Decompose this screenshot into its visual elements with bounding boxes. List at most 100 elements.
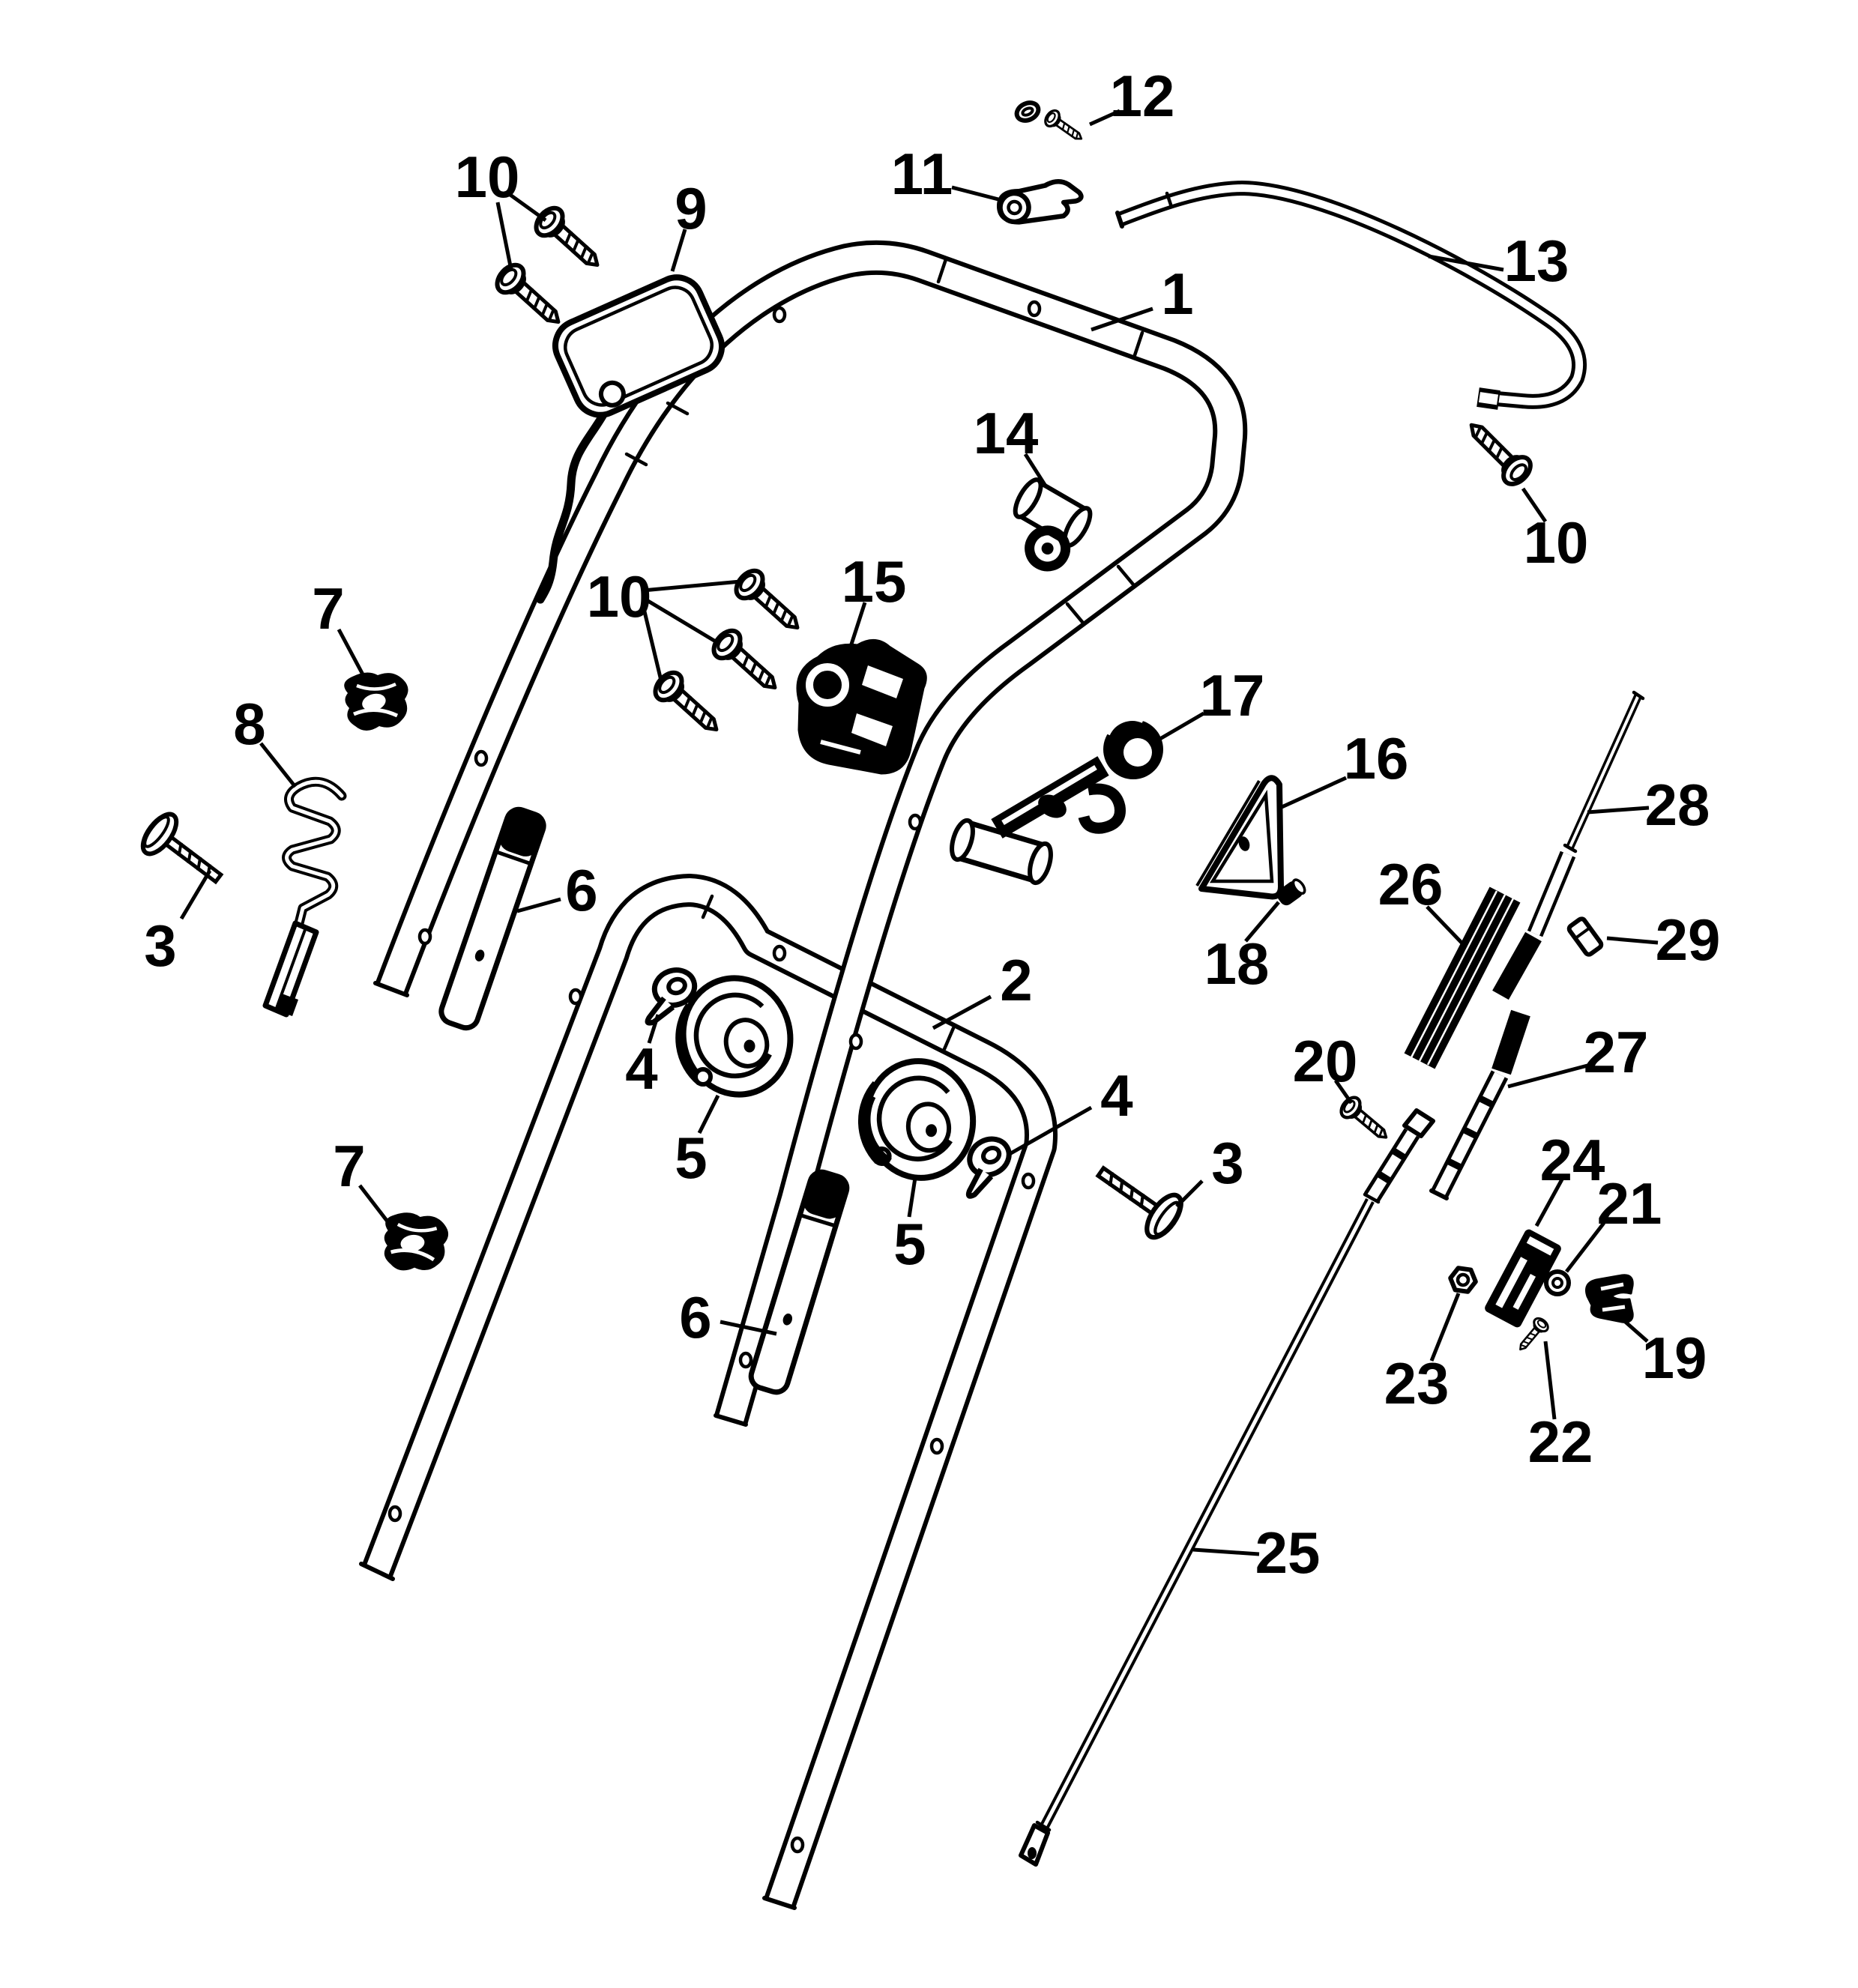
callout-25: 25 <box>1255 1520 1321 1586</box>
part-9-cord <box>536 393 617 604</box>
leader-line-4 <box>1008 1105 1093 1156</box>
callout-4: 4 <box>625 1036 657 1102</box>
leader-line-25 <box>1192 1547 1260 1556</box>
leader-line-9 <box>670 229 687 272</box>
leader-line-7 <box>337 628 365 676</box>
part-8-rope-guide <box>262 776 347 1018</box>
callout-9: 9 <box>675 175 707 241</box>
callout-8: 8 <box>233 691 265 757</box>
leader-line-29 <box>1606 936 1659 945</box>
part-15-handle-bracket <box>796 639 927 775</box>
callout-5: 5 <box>675 1125 707 1191</box>
part-5-knob <box>847 1043 992 1195</box>
leader-line-11 <box>951 185 999 202</box>
callout-14: 14 <box>974 400 1039 466</box>
leader-line-5 <box>907 1177 917 1218</box>
callout-29: 29 <box>1656 907 1721 973</box>
callout-17: 17 <box>1200 662 1265 728</box>
leader-line-6 <box>516 897 561 913</box>
leader-line-14 <box>1023 453 1049 489</box>
part-13-bail-rod <box>1115 181 1587 410</box>
callout-22: 22 <box>1528 1409 1593 1475</box>
callout-1: 1 <box>1161 261 1193 327</box>
callout-23: 23 <box>1384 1350 1450 1416</box>
part-23-nut <box>1448 1266 1478 1294</box>
callout-19: 19 <box>1642 1325 1707 1391</box>
leader-line-21 <box>1565 1221 1605 1273</box>
part-9-switch-box <box>552 274 725 418</box>
callout-11: 11 <box>891 141 953 207</box>
part-18-bushing <box>1276 878 1306 906</box>
callout-21: 21 <box>1597 1170 1662 1236</box>
part-12-screw-washer <box>1014 100 1088 148</box>
part-28-cable-rod <box>1492 690 1645 1000</box>
callout-7: 7 <box>312 575 344 641</box>
callout-24: 24 <box>1540 1127 1605 1193</box>
callout-15: 15 <box>842 549 907 614</box>
leader-line-7 <box>358 1184 391 1226</box>
callout-20: 20 <box>1293 1028 1358 1094</box>
part-21-washer <box>1544 1269 1571 1296</box>
leader-line-6 <box>720 1320 777 1336</box>
leader-line-10 <box>1521 487 1548 523</box>
leader-line-10 <box>642 596 720 645</box>
part-24-cable-bracket <box>1485 1229 1561 1328</box>
callout-5: 5 <box>893 1211 926 1277</box>
callout-28: 28 <box>1645 772 1710 838</box>
leader-line-10 <box>641 605 663 681</box>
leader-line-8 <box>259 742 297 788</box>
callout-10: 10 <box>455 144 520 210</box>
leader-line-4 <box>647 1014 660 1044</box>
leader-line-15 <box>846 602 867 654</box>
part-7-cable-clamp <box>344 672 408 731</box>
part-25-rod <box>1019 1108 1435 1867</box>
part-19-clip <box>1585 1274 1634 1323</box>
part-26-sleeve <box>1404 886 1521 1069</box>
part-14-cable-clamp <box>1013 477 1093 572</box>
leader-line-10 <box>507 191 547 223</box>
leader-line-1 <box>1091 306 1153 332</box>
leader-line-2 <box>932 994 992 1030</box>
callout-16: 16 <box>1344 725 1409 791</box>
leader-line-12 <box>1088 109 1121 127</box>
leader-line-5 <box>697 1094 720 1135</box>
leader-line-10 <box>642 579 741 593</box>
callout-3: 3 <box>144 913 176 979</box>
leader-line-19 <box>1620 1317 1649 1343</box>
callout-3: 3 <box>1211 1130 1243 1196</box>
callout-4: 4 <box>1100 1063 1132 1129</box>
leader-line-22 <box>1543 1341 1557 1420</box>
callout-12: 12 <box>1110 63 1175 129</box>
part-11-cable-guide <box>996 179 1084 225</box>
callout-18: 18 <box>1204 931 1270 997</box>
callout-2: 2 <box>1000 947 1032 1013</box>
leader-line-23 <box>1429 1293 1461 1362</box>
leader-line-20 <box>1333 1079 1354 1105</box>
leader-line-3 <box>1175 1179 1204 1208</box>
leader-line-24 <box>1534 1178 1564 1227</box>
callout-7: 7 <box>333 1133 365 1199</box>
part-27-cable <box>1429 1009 1530 1200</box>
callout-6: 6 <box>565 857 597 923</box>
leader-line-26 <box>1426 905 1465 946</box>
callout-10: 10 <box>587 564 652 629</box>
part-16-cover-plate <box>1195 775 1284 900</box>
callout-6: 6 <box>679 1284 711 1350</box>
leader-line-17 <box>1148 711 1205 747</box>
leader-line-10 <box>495 202 513 271</box>
part-17-handle-lever <box>950 716 1163 886</box>
callout-13: 13 <box>1504 228 1569 294</box>
part-2-lower-handle <box>359 874 1058 1910</box>
leader-line-3 <box>179 869 212 920</box>
callout-26: 26 <box>1378 851 1444 917</box>
leader-line-28 <box>1587 806 1650 815</box>
callout-27: 27 <box>1584 1019 1649 1085</box>
leader-line-13 <box>1428 254 1504 272</box>
callout-10: 10 <box>1524 510 1589 575</box>
part-1-upper-handle <box>373 240 1248 1427</box>
part-29-clip <box>1566 916 1604 957</box>
